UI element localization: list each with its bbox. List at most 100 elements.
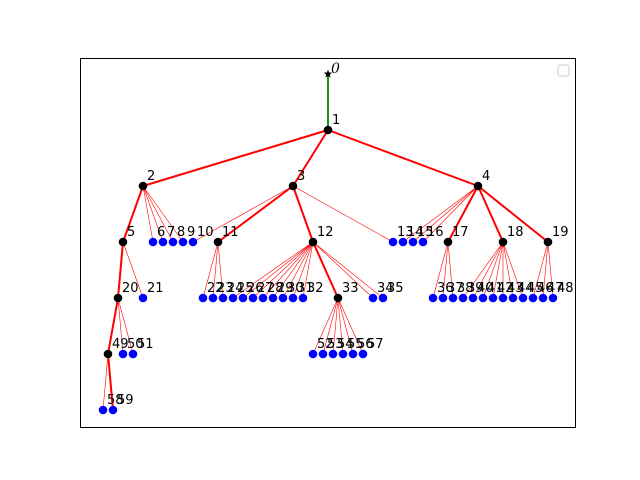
- node-22: [198, 293, 208, 303]
- edge-33-55: [337, 297, 344, 355]
- node-5: [118, 237, 128, 247]
- edge-12-25: [232, 241, 314, 299]
- node-32: [298, 293, 308, 303]
- node-47: [538, 293, 548, 303]
- node-label-39: 39: [467, 281, 484, 296]
- node-49: [103, 349, 113, 359]
- node-36: [428, 293, 438, 303]
- node-label-11: 11: [222, 225, 239, 240]
- edge-1-4: [327, 129, 479, 187]
- edge-5-20: [117, 241, 124, 299]
- edge-2-9: [142, 185, 184, 243]
- node-25: [228, 293, 238, 303]
- node-41: [478, 293, 488, 303]
- node-label-44: 44: [517, 281, 534, 296]
- node-29: [268, 293, 278, 303]
- node-label-2: 2: [147, 169, 155, 184]
- node-label-38: 38: [457, 281, 474, 296]
- edge-12-26: [242, 241, 314, 299]
- edge-12-27: [252, 241, 314, 299]
- node-6: [148, 237, 158, 247]
- edge-11-24: [217, 241, 224, 299]
- edge-19-47: [542, 241, 549, 299]
- node-1: [323, 125, 333, 135]
- node-label-46: 46: [537, 281, 554, 296]
- edge-12-35: [312, 241, 384, 299]
- edge-19-46: [532, 241, 549, 299]
- edge-12-34: [312, 241, 374, 299]
- node-46: [528, 293, 538, 303]
- edge-18-42: [492, 241, 504, 299]
- node-40: [468, 293, 478, 303]
- edge-12-28: [262, 241, 314, 299]
- edge-20-51: [117, 297, 134, 355]
- edge-33-54: [332, 297, 339, 355]
- node-10: [188, 237, 198, 247]
- node-50: [118, 349, 128, 359]
- node-label-34: 34: [377, 281, 394, 296]
- edge-18-39: [462, 241, 504, 299]
- edge-2-8: [142, 185, 174, 243]
- edge-5-21: [122, 241, 144, 299]
- edge-12-31: [292, 241, 314, 299]
- edge-12-30: [282, 241, 314, 299]
- node-35: [378, 293, 388, 303]
- node-label-55: 55: [347, 337, 364, 352]
- node-26: [238, 293, 248, 303]
- node-23: [208, 293, 218, 303]
- node-label-47: 47: [547, 281, 564, 296]
- node-59: [108, 405, 118, 415]
- node-label-19: 19: [552, 225, 569, 240]
- node-14: [398, 237, 408, 247]
- node-label-17: 17: [452, 225, 469, 240]
- node-label-52: 52: [317, 337, 334, 352]
- node-label-5: 5: [127, 225, 135, 240]
- node-label-41: 41: [487, 281, 504, 296]
- node-label-49: 49: [112, 337, 129, 352]
- edge-2-5: [122, 185, 144, 243]
- node-label-21: 21: [147, 281, 164, 296]
- node-51: [128, 349, 138, 359]
- edge-4-17: [447, 185, 479, 243]
- edge-33-56: [337, 297, 354, 355]
- node-57: [358, 349, 368, 359]
- node-label-9: 9: [187, 225, 195, 240]
- edge-1-2: [142, 129, 329, 187]
- node-label-57: 57: [367, 337, 384, 352]
- nodes-layer: [98, 69, 558, 415]
- node-30: [278, 293, 288, 303]
- node-13: [388, 237, 398, 247]
- edge-18-44: [502, 241, 514, 299]
- node-42: [488, 293, 498, 303]
- node-label-23: 23: [217, 281, 234, 296]
- node-label-20: 20: [122, 281, 139, 296]
- edge-3-11: [217, 185, 294, 243]
- edge-11-23: [212, 241, 219, 299]
- node-label-45: 45: [527, 281, 544, 296]
- node-44: [508, 293, 518, 303]
- node-label-59: 59: [117, 393, 134, 408]
- node-55: [338, 349, 348, 359]
- edge-20-50: [117, 297, 124, 355]
- node-43: [498, 293, 508, 303]
- legend-box: [557, 64, 570, 77]
- edge-49-58: [102, 353, 109, 411]
- node-label-53: 53: [327, 337, 344, 352]
- node-label-15: 15: [417, 225, 434, 240]
- node-12: [308, 237, 318, 247]
- node-53: [318, 349, 328, 359]
- node-label-3: 3: [297, 169, 305, 184]
- node-31: [288, 293, 298, 303]
- edge-3-12: [292, 185, 314, 243]
- edge-12-32: [302, 241, 314, 299]
- node-label-1: 1: [332, 113, 340, 128]
- node-7: [158, 237, 168, 247]
- node-label-35: 35: [387, 281, 404, 296]
- node-18: [498, 237, 508, 247]
- node-label-42: 42: [497, 281, 514, 296]
- node-21: [138, 293, 148, 303]
- node-label-0: 0: [331, 61, 340, 77]
- edge-20-49: [107, 297, 119, 355]
- star-icon: [323, 69, 333, 78]
